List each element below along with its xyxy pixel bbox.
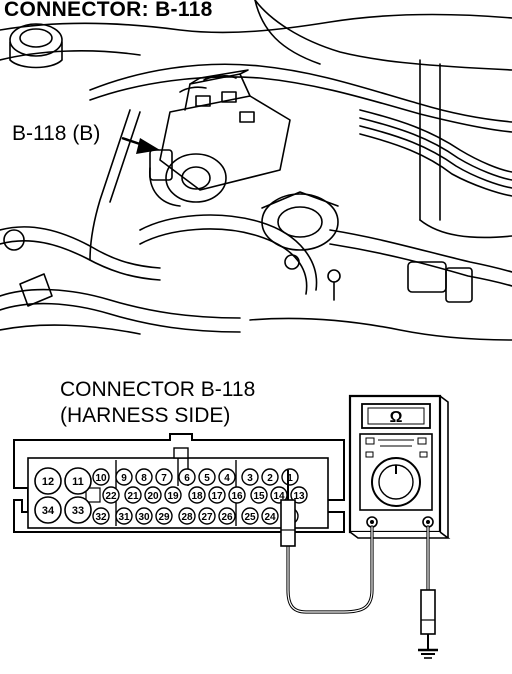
pointer-arrow [121, 136, 160, 154]
pin-5: 5 [198, 468, 216, 486]
ground-icon [418, 648, 438, 659]
svg-text:18: 18 [191, 491, 203, 502]
pin-9: 9 [115, 468, 133, 486]
svg-text:33: 33 [72, 505, 84, 517]
pin-1: 1 [281, 468, 299, 486]
svg-text:9: 9 [121, 473, 127, 484]
pin-7: 7 [155, 468, 173, 486]
pin-3: 3 [241, 468, 259, 486]
svg-text:3: 3 [247, 473, 253, 484]
svg-text:32: 32 [95, 512, 107, 523]
pin-27: 27 [198, 507, 216, 525]
pin-24: 24 [261, 507, 279, 525]
svg-text:8: 8 [141, 473, 147, 484]
svg-text:6: 6 [184, 473, 190, 484]
svg-text:31: 31 [118, 512, 130, 523]
svg-text:15: 15 [253, 491, 265, 502]
svg-text:7: 7 [161, 473, 167, 484]
svg-text:12: 12 [42, 476, 54, 488]
pin-15: 15 [250, 486, 268, 504]
svg-text:22: 22 [105, 491, 117, 502]
pin-17: 17 [208, 486, 226, 504]
ohmmeter: Ω [348, 394, 451, 539]
pin-26: 26 [218, 507, 236, 525]
engine-bay-illustration [0, 0, 512, 341]
connector-b118-harness-side: 12 11 34 33 10 9 8 7 6 5 4 3 2 1 22 21 2… [13, 433, 345, 533]
svg-text:19: 19 [167, 491, 179, 502]
svg-text:16: 16 [231, 491, 243, 502]
svg-text:26: 26 [221, 512, 233, 523]
pin-25: 25 [241, 507, 259, 525]
svg-text:14: 14 [273, 491, 285, 502]
ohm-symbol: Ω [390, 409, 403, 426]
svg-text:5: 5 [204, 473, 210, 484]
pin-16: 16 [228, 486, 246, 504]
svg-text:25: 25 [244, 512, 256, 523]
pin-8: 8 [135, 468, 153, 486]
pin-10: 10 [92, 468, 110, 486]
svg-text:17: 17 [211, 491, 223, 502]
pin-34: 34 [34, 496, 62, 524]
svg-text:28: 28 [181, 512, 193, 523]
pin-2: 2 [261, 468, 279, 486]
test-lead-1 [286, 525, 374, 614]
connector-callout-label: B-118 (B) [12, 122, 101, 145]
range-selector-dial [371, 457, 421, 507]
pin-21: 21 [124, 486, 142, 504]
pin-18: 18 [188, 486, 206, 504]
svg-text:10: 10 [95, 473, 107, 484]
pin-13: 13 [290, 486, 308, 504]
probe-1 [280, 470, 296, 547]
page-title: CONNECTOR: B-118 [4, 0, 213, 21]
pin-20: 20 [144, 486, 162, 504]
svg-text:20: 20 [147, 491, 159, 502]
svg-text:11: 11 [72, 476, 84, 488]
pin-12: 12 [34, 467, 62, 495]
svg-text:1: 1 [287, 473, 293, 484]
pin-4: 4 [218, 468, 236, 486]
svg-text:4: 4 [224, 473, 230, 484]
pin-22: 22 [102, 486, 120, 504]
svg-text:34: 34 [42, 505, 55, 517]
pin-32: 32 [92, 507, 110, 525]
pin-33: 33 [64, 496, 92, 524]
pin-28: 28 [178, 507, 196, 525]
pin-30: 30 [135, 507, 153, 525]
svg-text:24: 24 [264, 512, 276, 523]
svg-text:21: 21 [127, 491, 139, 502]
pin-29: 29 [155, 507, 173, 525]
harness-label-line2: (HARNESS SIDE) [60, 404, 231, 427]
svg-text:2: 2 [267, 473, 273, 484]
harness-label-line1: CONNECTOR B-118 [60, 378, 256, 401]
pin-6: 6 [178, 468, 196, 486]
pin-11: 11 [64, 467, 92, 495]
pin-19: 19 [164, 486, 182, 504]
svg-text:30: 30 [138, 512, 150, 523]
pin-31: 31 [115, 507, 133, 525]
svg-text:29: 29 [158, 512, 170, 523]
svg-text:13: 13 [293, 491, 305, 502]
probe-2 [420, 589, 436, 650]
svg-text:27: 27 [201, 512, 213, 523]
